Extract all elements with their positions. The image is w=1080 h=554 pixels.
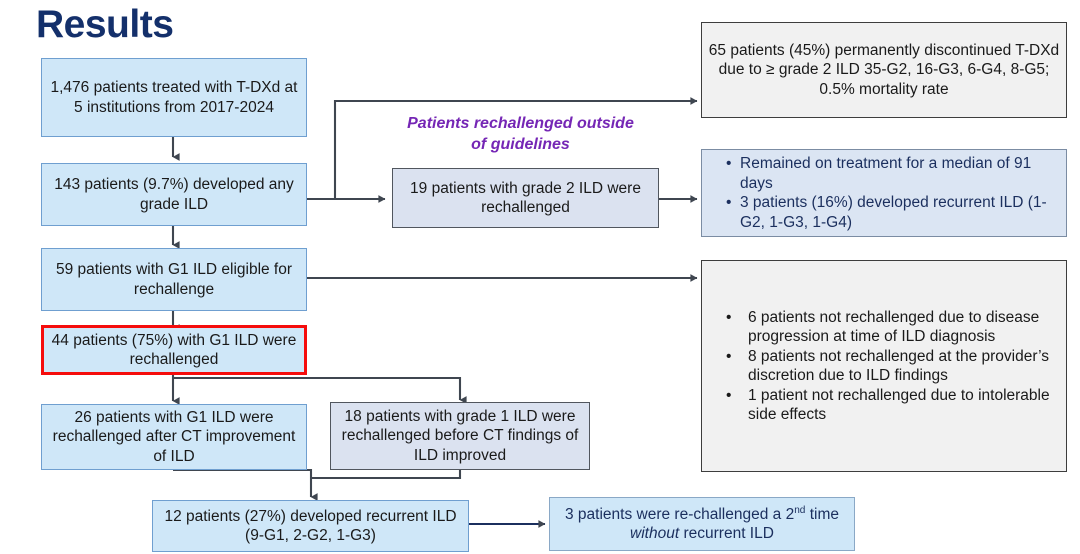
recurrent-ild-box: 12 patients (27%) developed recurrent IL… <box>152 500 469 552</box>
grade2-rechallenged-box: 19 patients with grade 2 ILD were rechal… <box>392 168 659 228</box>
not-rechallenged-reasons-list: 6 patients not rechallenged due to disea… <box>708 308 1060 425</box>
second-rechallenge-text-mid: time <box>805 505 839 523</box>
total-cohort-text: 1,476 patients treated with T-DXd at 5 i… <box>50 79 298 116</box>
second-rechallenge-text: 3 patients were re-challenged a 2nd time… <box>556 505 848 544</box>
permanently-discontinued-box: 65 patients (45%) permanently discontinu… <box>701 22 1067 118</box>
list-item: 6 patients not rechallenged due to disea… <box>726 308 1058 347</box>
second-rechallenge-box: 3 patients were re-challenged a 2nd time… <box>549 497 855 551</box>
any-grade-ild-box: 143 patients (9.7%) developed any grade … <box>41 163 307 226</box>
recurrent-ild-text: 12 patients (27%) developed recurrent IL… <box>164 507 457 545</box>
grade2-outcomes-box: Remained on treatment for a median of 91… <box>701 149 1067 237</box>
grade2-rechallenged-text: 19 patients with grade 2 ILD were rechal… <box>410 179 641 217</box>
page-title: Results <box>36 3 174 46</box>
outside-guidelines-line1: Patients rechallenged outside <box>407 115 634 132</box>
rechallenged-before-ct-text: 18 patients with grade 1 ILD were rechal… <box>341 407 579 464</box>
eligible-for-rechallenge-text: 59 patients with G1 ILD eligible for rec… <box>55 261 293 298</box>
second-rechallenge-text-post: recurrent ILD <box>679 525 774 542</box>
any-grade-ild-text: 143 patients (9.7%) developed any grade … <box>54 176 294 213</box>
permanently-discontinued-text: 65 patients (45%) permanently discontinu… <box>708 41 1060 98</box>
second-rechallenge-text-pre: 3 patients were re-challenged a 2 <box>565 505 795 523</box>
eligible-for-rechallenge-box: 59 patients with G1 ILD eligible for rec… <box>41 248 307 311</box>
rechallenged-after-ct-box: 26 patients with G1 ILD were rechallenge… <box>41 404 307 470</box>
outside-guidelines-line2: of guidelines <box>471 136 570 153</box>
second-rechallenge-superscript: nd <box>794 504 806 516</box>
not-rechallenged-reasons-box: 6 patients not rechallenged due to disea… <box>701 260 1067 472</box>
rechallenged-after-ct-text: 26 patients with G1 ILD were rechallenge… <box>52 408 296 465</box>
rechallenged-before-ct-box: 18 patients with grade 1 ILD were rechal… <box>330 402 590 470</box>
list-item: 8 patients not rechallenged at the provi… <box>726 347 1058 386</box>
outside-guidelines-callout: Patients rechallenged outside of guideli… <box>383 113 658 155</box>
list-item: Remained on treatment for a median of 91… <box>726 154 1058 193</box>
total-cohort-box: 1,476 patients treated with T-DXd at 5 i… <box>41 58 307 137</box>
list-item: 3 patients (16%) developed recurrent ILD… <box>726 193 1058 232</box>
g1-rechallenged-highlight-box: 44 patients (75%) with G1 ILD were recha… <box>41 325 307 375</box>
second-rechallenge-text-italic: without <box>630 525 680 542</box>
list-item: 1 patient not rechallenged due to intole… <box>726 386 1058 425</box>
grade2-outcomes-list: Remained on treatment for a median of 91… <box>708 154 1060 232</box>
g1-rechallenged-text: 44 patients (75%) with G1 ILD were recha… <box>51 331 297 369</box>
